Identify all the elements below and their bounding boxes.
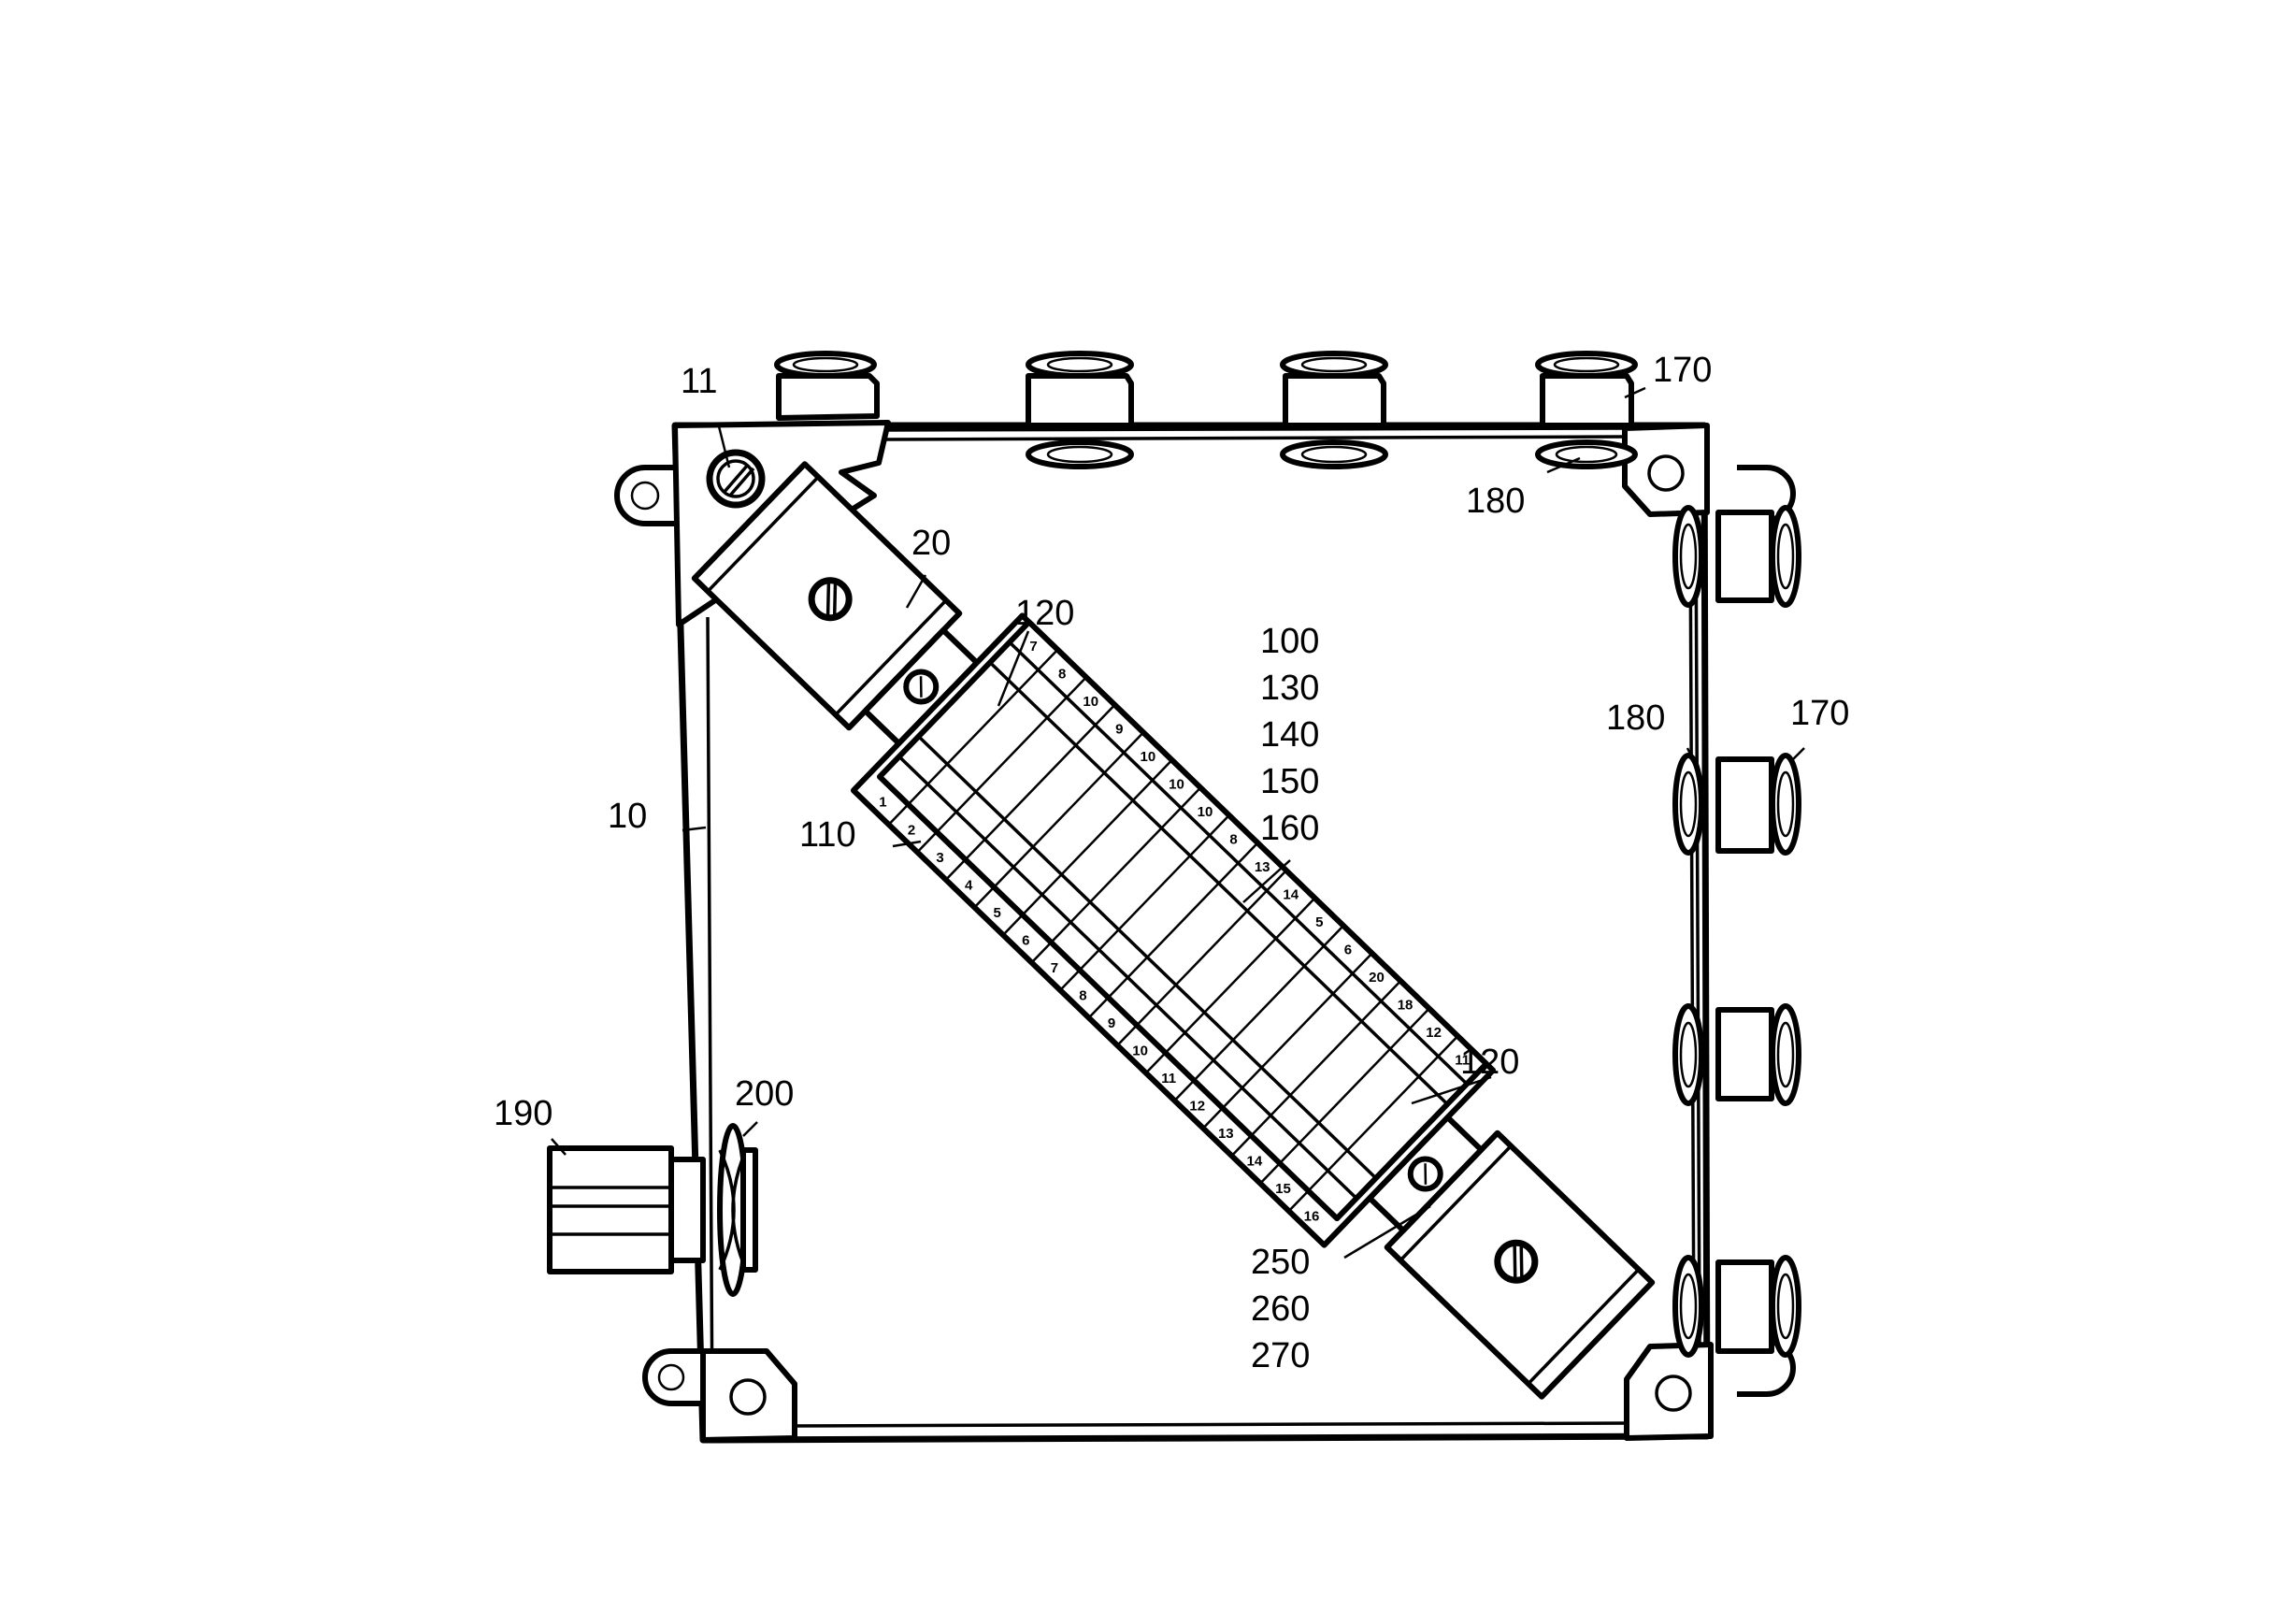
terminal-number-lower: 12 [1189, 1098, 1205, 1114]
terminal-number-lower: 7 [1051, 960, 1058, 976]
terminal-number-upper: 10 [1198, 804, 1213, 820]
terminal-number-lower: 13 [1218, 1126, 1234, 1142]
terminal-divider [1287, 1035, 1459, 1213]
label-end-bracket-top: 120 [1015, 594, 1074, 633]
cable-gland-top-4 [1535, 351, 1638, 469]
terminal-number-lower: 10 [1132, 1043, 1148, 1058]
corner-post-bottom-left [700, 1348, 797, 1443]
terminal-number-upper: 8 [1058, 666, 1066, 682]
mounting-ear-bottom-left [642, 1348, 703, 1406]
terminal-divider [1144, 897, 1316, 1074]
label-block-160: 160 [1260, 809, 1319, 848]
terminal-divider [1059, 814, 1230, 991]
terminal-number-upper: 7 [1029, 639, 1037, 655]
cable-gland-right-4 [1672, 1255, 1801, 1358]
leader-lines [551, 386, 1805, 1259]
cable-connector-left [547, 1145, 706, 1274]
terminal-divider [973, 731, 1144, 909]
terminal-number-upper: 10 [1141, 749, 1156, 765]
cable-gland-top-2 [1026, 351, 1134, 469]
terminal-divider [944, 704, 1116, 881]
terminal-number-upper: 14 [1283, 887, 1299, 903]
terminal-divider [916, 676, 1087, 854]
corner-post-bottom-right [1624, 1342, 1714, 1441]
terminal-number-lower: 14 [1247, 1154, 1263, 1170]
terminal-divider [1087, 842, 1259, 1019]
terminal-number-upper: 10 [1083, 694, 1098, 710]
terminal-divider [1202, 952, 1373, 1130]
label-block-150: 150 [1260, 762, 1319, 801]
terminal-divider [1116, 870, 1287, 1046]
terminal-number-upper: 6 [1344, 943, 1352, 958]
terminal-number-lower: 5 [994, 905, 1001, 921]
label-terminal-side: 110 [799, 815, 856, 855]
label-cable-connector: 190 [494, 1094, 552, 1133]
terminal-divider [1030, 786, 1202, 964]
terminal-number-lower: 3 [936, 850, 943, 866]
terminal-number-lower: 4 [965, 877, 973, 893]
label-nut-top: 180 [1466, 482, 1525, 521]
label-gland-top: 170 [1653, 351, 1712, 390]
terminal-number-lower: 16 [1304, 1209, 1320, 1225]
terminal-number-lower: 1 [879, 795, 886, 811]
label-screw-260: 260 [1251, 1289, 1310, 1329]
terminal-number-lower: 15 [1275, 1181, 1291, 1197]
terminal-number-upper: 13 [1255, 859, 1270, 875]
terminal-number-lower: 6 [1022, 932, 1029, 948]
terminal-number-lower: 9 [1108, 1015, 1115, 1031]
terminal-number-upper: 9 [1115, 721, 1123, 737]
label-gland-right: 170 [1790, 694, 1849, 733]
cable-gland-right-1 [1672, 505, 1801, 608]
terminal-divider [1002, 759, 1173, 936]
label-block-130: 130 [1260, 669, 1319, 708]
label-screw-250: 250 [1251, 1243, 1310, 1282]
terminal-number-upper: 11 [1455, 1053, 1470, 1069]
label-screw-270: 270 [1251, 1336, 1310, 1375]
label-enclosure: 10 [608, 797, 647, 836]
cable-gland-top-1 [774, 351, 880, 421]
terminal-number-lower: 2 [908, 822, 915, 838]
terminal-divider [1259, 1007, 1430, 1185]
cable-gland-right-3 [1672, 1003, 1801, 1106]
terminal-block: 7182103941051061078813914105116122013181… [850, 612, 1497, 1248]
reference-labels: 11 10 20 120 110 100 130 140 150 160 120… [494, 351, 1849, 1375]
terminal-number-upper: 8 [1229, 832, 1237, 848]
terminal-number-upper: 18 [1398, 998, 1413, 1014]
terminal-number-lower: 11 [1161, 1071, 1176, 1087]
label-enclosure-corner: 11 [681, 362, 717, 401]
terminal-divider [1173, 925, 1344, 1101]
label-mounting-rail: 20 [911, 524, 951, 563]
terminal-divider [1230, 980, 1402, 1157]
locknut-left [717, 1123, 758, 1297]
terminal-number-upper: 20 [1369, 970, 1385, 986]
label-block-100: 100 [1260, 622, 1319, 661]
cable-gland-top-3 [1280, 351, 1388, 469]
terminal-divider [887, 648, 1059, 826]
label-block-140: 140 [1260, 715, 1319, 755]
mounting-ear-top-left [614, 465, 675, 526]
end-bracket-bottom [1367, 1114, 1485, 1234]
corner-post-top-right [1622, 423, 1710, 517]
label-locknut: 200 [735, 1074, 794, 1114]
label-end-bracket-bottom: 120 [1460, 1043, 1519, 1082]
terminal-number-upper: 12 [1426, 1025, 1442, 1041]
terminal-assembly: 7182103941051061078813914105116122013181… [691, 461, 1656, 1400]
cable-gland-right-2 [1672, 753, 1801, 856]
terminal-number-upper: 10 [1169, 776, 1184, 792]
label-nut-right: 180 [1606, 698, 1665, 738]
terminal-number-upper: 5 [1315, 914, 1323, 930]
terminal-number-lower: 8 [1079, 987, 1086, 1003]
